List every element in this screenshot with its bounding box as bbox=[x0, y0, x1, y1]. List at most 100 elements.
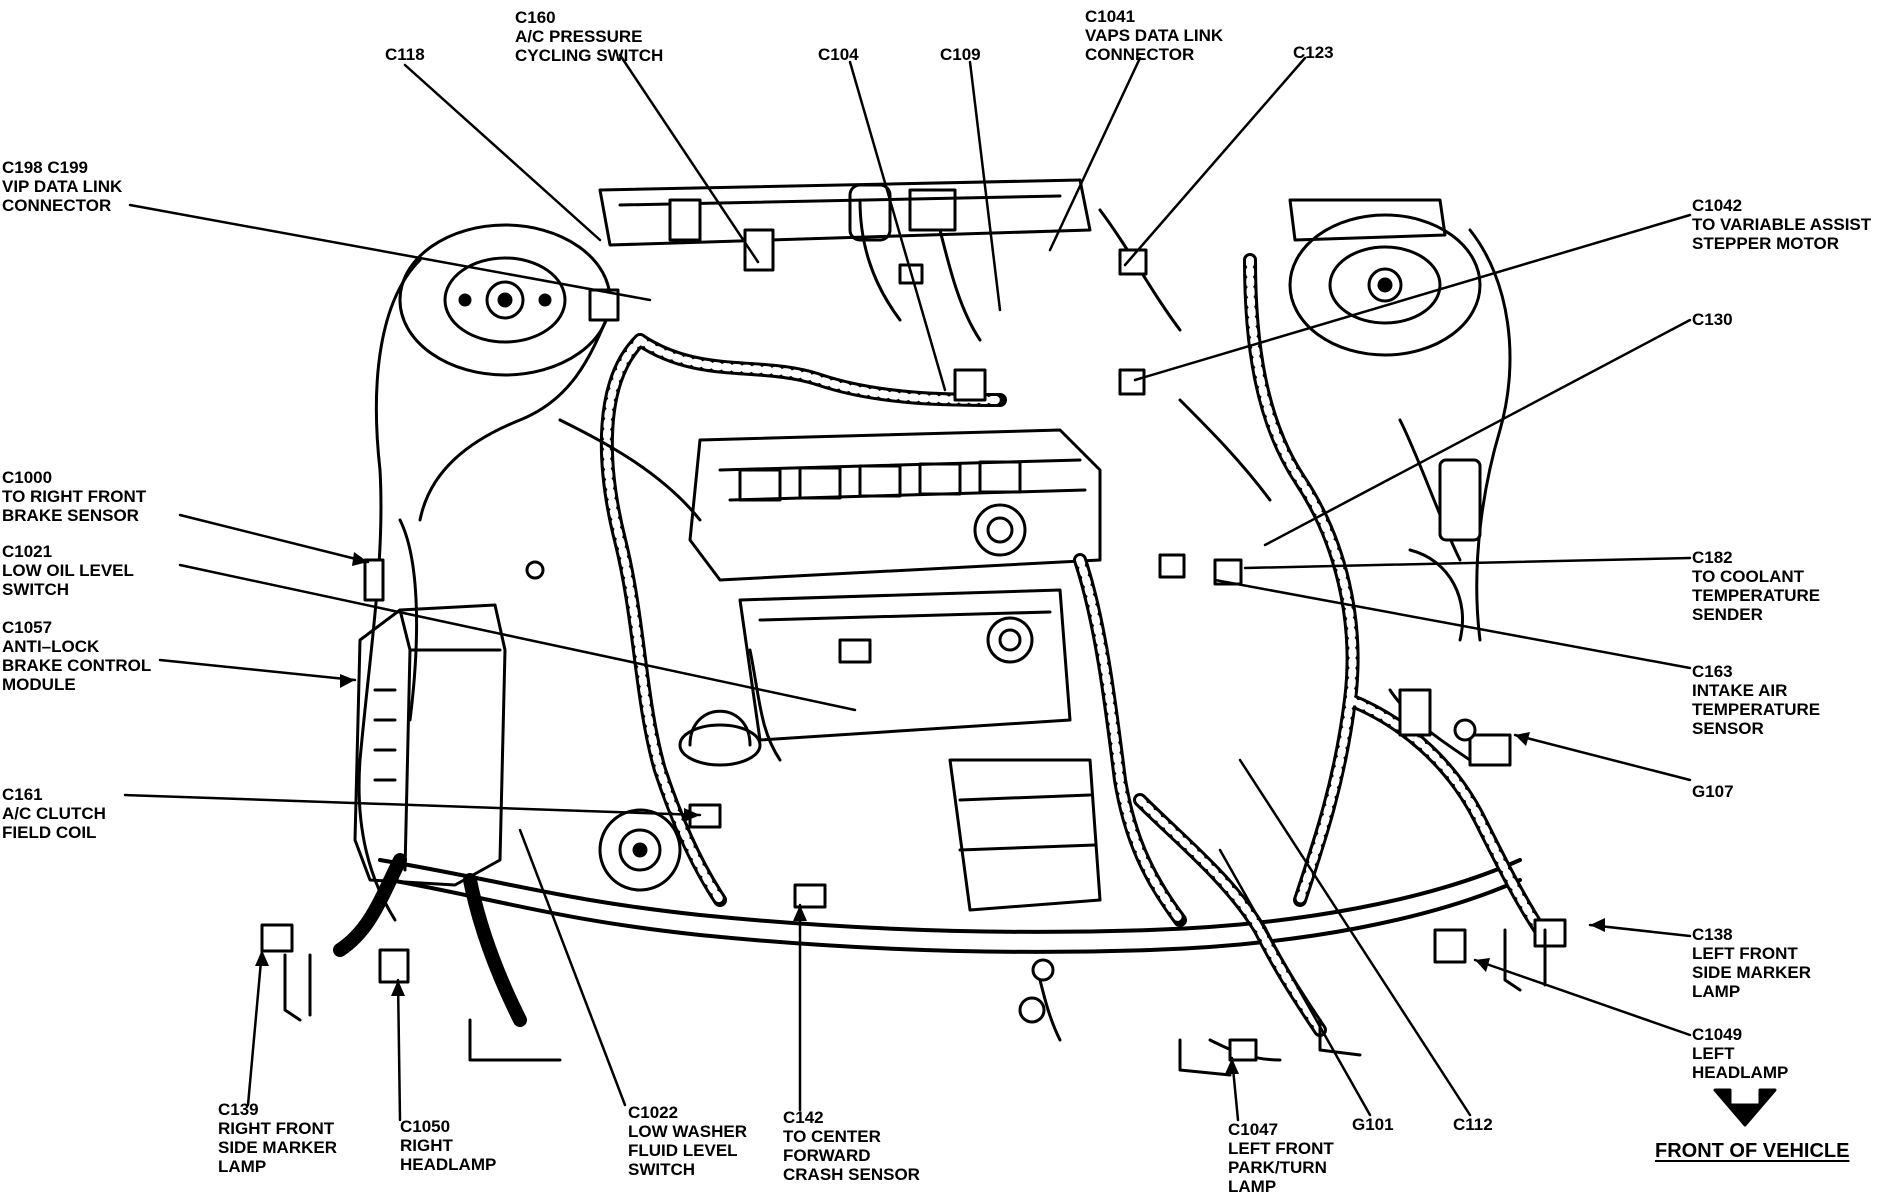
front-arrow-icon bbox=[1713, 1088, 1777, 1127]
label-line: PARK/TURN bbox=[1228, 1158, 1327, 1177]
label-line: TO VARIABLE ASSIST bbox=[1692, 215, 1872, 234]
label-line: SIDE MARKER bbox=[218, 1138, 338, 1157]
lamp-brackets bbox=[283, 928, 1547, 1077]
label-code: C163 bbox=[1692, 662, 1733, 681]
label-line: SWITCH bbox=[2, 580, 70, 599]
label-line: CONNECTOR bbox=[2, 196, 112, 215]
label-line: FORWARD bbox=[783, 1146, 871, 1165]
label-c104: C104 bbox=[818, 45, 859, 64]
label-c182: C182 TO COOLANT TEMPERATURE SENDER bbox=[1692, 548, 1820, 624]
label-c1022: C1022 LOW WASHER FLUID LEVEL SWITCH bbox=[628, 1103, 747, 1179]
label-line: LEFT bbox=[1692, 1044, 1735, 1063]
connector-blocks bbox=[260, 198, 1567, 1062]
label-c138: C138 LEFT FRONT SIDE MARKER LAMP bbox=[1692, 925, 1811, 1001]
label-c130: C130 bbox=[1692, 310, 1733, 329]
intake-manifold bbox=[688, 428, 1102, 582]
label-c163: C163 INTAKE AIR TEMPERATURE SENSOR bbox=[1692, 662, 1820, 738]
label-c1021: C1021 LOW OIL LEVEL SWITCH bbox=[2, 542, 134, 599]
label-line: SIDE MARKER bbox=[1692, 963, 1812, 982]
label-c160: C160 A/C PRESSURE CYCLING SWITCH bbox=[515, 8, 663, 65]
label-line: VAPS DATA LINK bbox=[1085, 26, 1224, 45]
label-c142: C142 TO CENTER FORWARD CRASH SENSOR bbox=[783, 1108, 920, 1184]
label-c161: C161 A/C CLUTCH FIELD COIL bbox=[2, 785, 106, 842]
label-c123: C123 bbox=[1293, 43, 1334, 62]
label-code: G101 bbox=[1352, 1115, 1394, 1134]
label-code: C160 bbox=[515, 8, 556, 27]
label-line: BRAKE CONTROL bbox=[2, 656, 152, 675]
label-code: C198 C199 bbox=[2, 158, 89, 177]
label-code: C104 bbox=[818, 45, 859, 64]
leader-arrowheads bbox=[255, 552, 1605, 1074]
label-code: C1021 bbox=[2, 542, 53, 561]
label-code: C161 bbox=[2, 785, 43, 804]
label-line: TEMPERATURE bbox=[1692, 586, 1821, 605]
label-code: C109 bbox=[940, 45, 981, 64]
abs-module bbox=[353, 603, 507, 887]
label-line: SENDER bbox=[1692, 605, 1763, 624]
label-code: C142 bbox=[783, 1108, 824, 1127]
label-line: INTAKE AIR bbox=[1692, 681, 1788, 700]
label-line: TEMPERATURE bbox=[1692, 700, 1821, 719]
label-line: LAMP bbox=[218, 1157, 267, 1176]
label-code: C139 bbox=[218, 1100, 259, 1119]
label-code: C138 bbox=[1692, 925, 1733, 944]
label-code: C130 bbox=[1692, 310, 1733, 329]
label-code: C118 bbox=[385, 45, 425, 64]
label-line: TO CENTER bbox=[783, 1127, 881, 1146]
transaxle bbox=[948, 758, 1102, 912]
label-line: RIGHT bbox=[400, 1136, 453, 1155]
label-c1047: C1047 LEFT FRONT PARK/TURN LAMP bbox=[1228, 1120, 1334, 1196]
left-strut-tower bbox=[1288, 213, 1482, 357]
front-of-vehicle-label: FRONT OF VEHICLE bbox=[1655, 1140, 1850, 1162]
right-strut-tower bbox=[398, 223, 612, 377]
label-c1042: C1042 TO VARIABLE ASSIST STEPPER MOTOR bbox=[1692, 196, 1871, 253]
label-line: SENSOR bbox=[1692, 719, 1764, 738]
label-line: HEADLAMP bbox=[1692, 1063, 1789, 1082]
label-code: G107 bbox=[1692, 782, 1734, 801]
label-c1050: C1050 RIGHT HEADLAMP bbox=[400, 1117, 496, 1174]
label-code: C1042 bbox=[1692, 196, 1743, 215]
label-line: LEFT FRONT bbox=[1692, 944, 1798, 963]
label-line: RIGHT FRONT bbox=[218, 1119, 335, 1138]
label-code: C1041 bbox=[1085, 7, 1136, 26]
label-code: C1022 bbox=[628, 1103, 679, 1122]
label-line: TO RIGHT FRONT bbox=[2, 487, 147, 506]
label-code: C123 bbox=[1293, 43, 1334, 62]
label-code: C1000 bbox=[2, 468, 53, 487]
label-c1049: C1049 LEFT HEADLAMP bbox=[1692, 1025, 1788, 1082]
label-line: FLUID LEVEL bbox=[628, 1141, 738, 1160]
label-code: C1050 bbox=[400, 1117, 451, 1136]
label-line: VIP DATA LINK bbox=[2, 177, 123, 196]
label-line: LOW OIL LEVEL bbox=[2, 561, 134, 580]
label-c112: C112 bbox=[1453, 1115, 1493, 1134]
label-line: CRASH SENSOR bbox=[783, 1165, 920, 1184]
label-line: LAMP bbox=[1228, 1177, 1277, 1196]
label-line: A/C CLUTCH bbox=[2, 804, 106, 823]
label-code: C1049 bbox=[1692, 1025, 1743, 1044]
label-line: TO COOLANT bbox=[1692, 567, 1805, 586]
label-line: FIELD COIL bbox=[2, 823, 97, 842]
label-c118: C118 bbox=[385, 45, 425, 64]
label-line: A/C PRESSURE bbox=[515, 27, 643, 46]
label-code: C1047 bbox=[1228, 1120, 1279, 1139]
label-line: LEFT FRONT bbox=[1228, 1139, 1334, 1158]
label-line: LOW WASHER bbox=[628, 1122, 747, 1141]
label-c1041: C1041 VAPS DATA LINK CONNECTOR bbox=[1085, 7, 1223, 64]
label-c1057: C1057 ANTI–LOCK BRAKE CONTROL MODULE bbox=[2, 618, 151, 694]
label-code: C112 bbox=[1453, 1115, 1493, 1134]
label-line: HEADLAMP bbox=[400, 1155, 497, 1174]
label-line: STEPPER MOTOR bbox=[1692, 234, 1840, 253]
label-line: CONNECTOR bbox=[1085, 45, 1195, 64]
label-c139: C139 RIGHT FRONT SIDE MARKER LAMP bbox=[218, 1100, 337, 1176]
label-line: BRAKE SENSOR bbox=[2, 506, 139, 525]
label-line: ANTI–LOCK bbox=[2, 637, 100, 656]
label-line: LAMP bbox=[1692, 982, 1741, 1001]
label-g107: G107 bbox=[1692, 782, 1734, 801]
label-c1000: C1000 TO RIGHT FRONT BRAKE SENSOR bbox=[2, 468, 146, 525]
label-c109: C109 bbox=[940, 45, 981, 64]
leader-lines bbox=[123, 53, 1692, 1122]
label-line: MODULE bbox=[2, 675, 76, 694]
radiator-support bbox=[378, 858, 1522, 954]
